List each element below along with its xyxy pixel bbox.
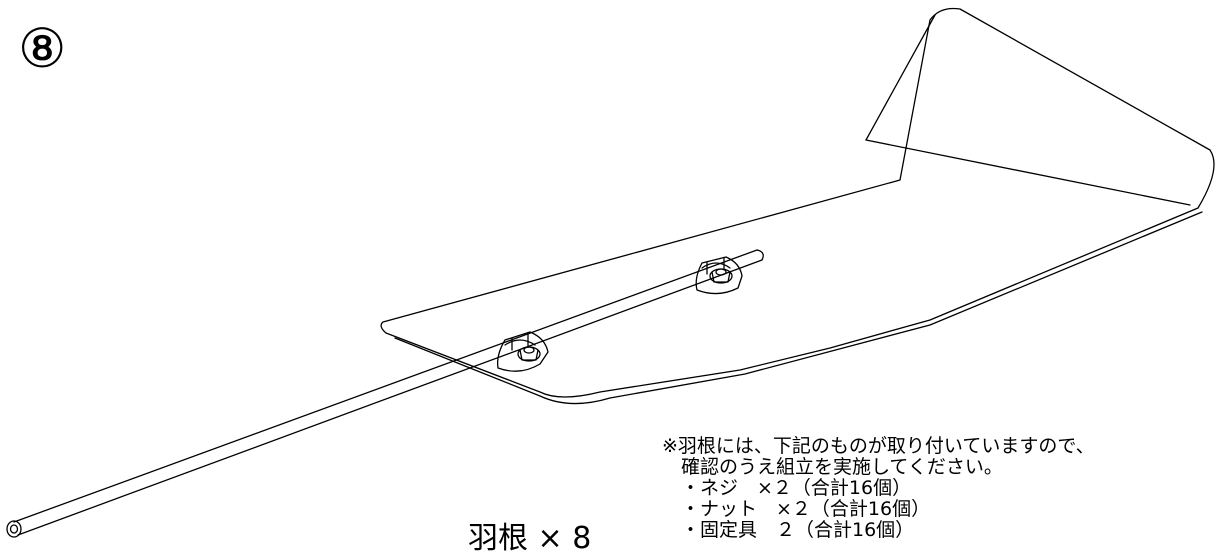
shaft xyxy=(13,249,763,536)
blade-lower-edge xyxy=(394,211,1203,405)
blade-fold-line-2 xyxy=(865,14,936,141)
clamp-left xyxy=(497,331,549,372)
note-line: ・ナット ×２（合計16個） xyxy=(681,498,931,520)
step-number: ⑧ xyxy=(18,17,67,80)
shaft-end-cap-right xyxy=(756,249,764,261)
note-line: ・固定具 ２（合計16個） xyxy=(681,519,915,541)
blade-outline xyxy=(380,7,1215,398)
shaft-end-cap-left xyxy=(6,520,22,538)
assembly-note: ※羽根には、下記のものが取り付いていますので、 確認のうえ組立を実施してください… xyxy=(662,436,1095,541)
blade-fold-line xyxy=(865,139,1191,206)
clamp-right xyxy=(695,256,743,295)
note-line: 確認のうえ組立を実施してください。 xyxy=(681,456,1003,478)
note-line: ※羽根には、下記のものが取り付いていますので、 xyxy=(662,435,1095,457)
note-line: ・ネジ ×２（合計16個） xyxy=(681,477,912,499)
part-label: 羽根 × 8 xyxy=(468,521,592,556)
